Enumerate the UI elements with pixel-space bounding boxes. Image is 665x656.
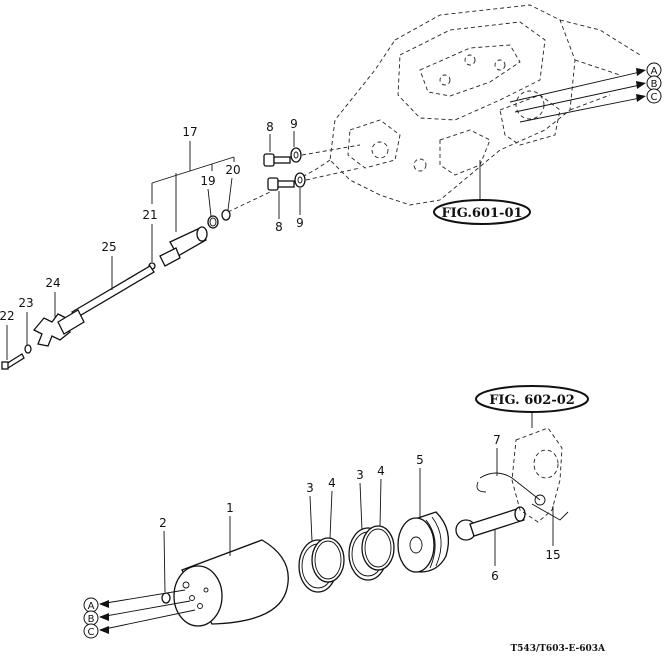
callout-2: 2 bbox=[159, 516, 167, 530]
svg-text:C: C bbox=[651, 92, 658, 103]
cylinder-1 bbox=[173, 539, 289, 627]
callout-21: 21 bbox=[142, 208, 157, 222]
svg-text:A: A bbox=[88, 601, 95, 612]
rod-6 bbox=[455, 506, 526, 541]
callout-8a: 8 bbox=[266, 120, 274, 134]
callout-9a: 9 bbox=[290, 117, 298, 131]
ring-4-first bbox=[311, 537, 345, 583]
callout-25: 25 bbox=[101, 240, 116, 254]
svg-text:FIG. 602-02: FIG. 602-02 bbox=[489, 393, 575, 408]
svg-text:B: B bbox=[651, 79, 658, 90]
o-ring-19 bbox=[207, 215, 219, 229]
drawing-code: T543/T603-E-603A bbox=[510, 644, 606, 654]
callout-22: 22 bbox=[0, 309, 15, 323]
group-bracket-17 bbox=[151, 141, 235, 232]
figure-ref-lower[interactable]: FIG. 602-02 bbox=[475, 385, 589, 428]
connector-b-lower: B bbox=[83, 610, 99, 626]
svg-text:FIG.601-01: FIG.601-01 bbox=[441, 206, 522, 221]
callout-3a: 3 bbox=[306, 481, 314, 495]
valve-body-21 bbox=[148, 226, 208, 270]
o-ring-20 bbox=[221, 209, 231, 221]
callout-19: 19 bbox=[200, 174, 215, 188]
transmission-housing bbox=[299, 4, 641, 206]
link-bracket bbox=[511, 427, 569, 523]
knob-24 bbox=[32, 309, 85, 347]
callout-24: 24 bbox=[45, 276, 60, 290]
connector-a-lower: A bbox=[83, 597, 99, 613]
callout-9b: 9 bbox=[296, 216, 304, 230]
o-ring-2 bbox=[161, 592, 171, 604]
clip-7 bbox=[476, 472, 541, 501]
callout-3b: 3 bbox=[356, 468, 364, 482]
bolt-8-lower bbox=[267, 177, 295, 191]
callout-20: 20 bbox=[225, 163, 240, 177]
callout-17: 17 bbox=[182, 125, 197, 139]
callout-23: 23 bbox=[18, 296, 33, 310]
callout-6: 6 bbox=[491, 569, 499, 583]
svg-text:A: A bbox=[651, 66, 658, 77]
rod-25 bbox=[71, 265, 155, 319]
bolt-8-upper bbox=[263, 153, 291, 167]
callout-8b: 8 bbox=[275, 220, 283, 234]
connector-lines-upper bbox=[509, 68, 646, 123]
connector-b-upper: B bbox=[646, 75, 662, 91]
callout-15: 15 bbox=[545, 548, 560, 562]
screw-22 bbox=[1, 353, 25, 370]
connector-c-upper: C bbox=[646, 88, 662, 104]
ring-4-second bbox=[361, 525, 395, 571]
svg-text:C: C bbox=[88, 627, 95, 638]
piston-5 bbox=[397, 511, 450, 573]
connector-a-upper: A bbox=[646, 62, 662, 78]
callout-1: 1 bbox=[226, 501, 234, 515]
svg-text:B: B bbox=[88, 614, 95, 625]
callout-5: 5 bbox=[416, 453, 424, 467]
washer-9-lower bbox=[294, 172, 306, 188]
connector-c-lower: C bbox=[83, 623, 99, 639]
figure-ref-upper[interactable]: FIG.601-01 bbox=[433, 160, 531, 225]
callout-4b: 4 bbox=[377, 464, 385, 478]
washer-23 bbox=[24, 344, 32, 354]
callout-7: 7 bbox=[493, 433, 501, 447]
callout-4a: 4 bbox=[328, 476, 336, 490]
connector-lines-lower bbox=[99, 589, 196, 634]
washer-9-upper bbox=[290, 147, 302, 163]
